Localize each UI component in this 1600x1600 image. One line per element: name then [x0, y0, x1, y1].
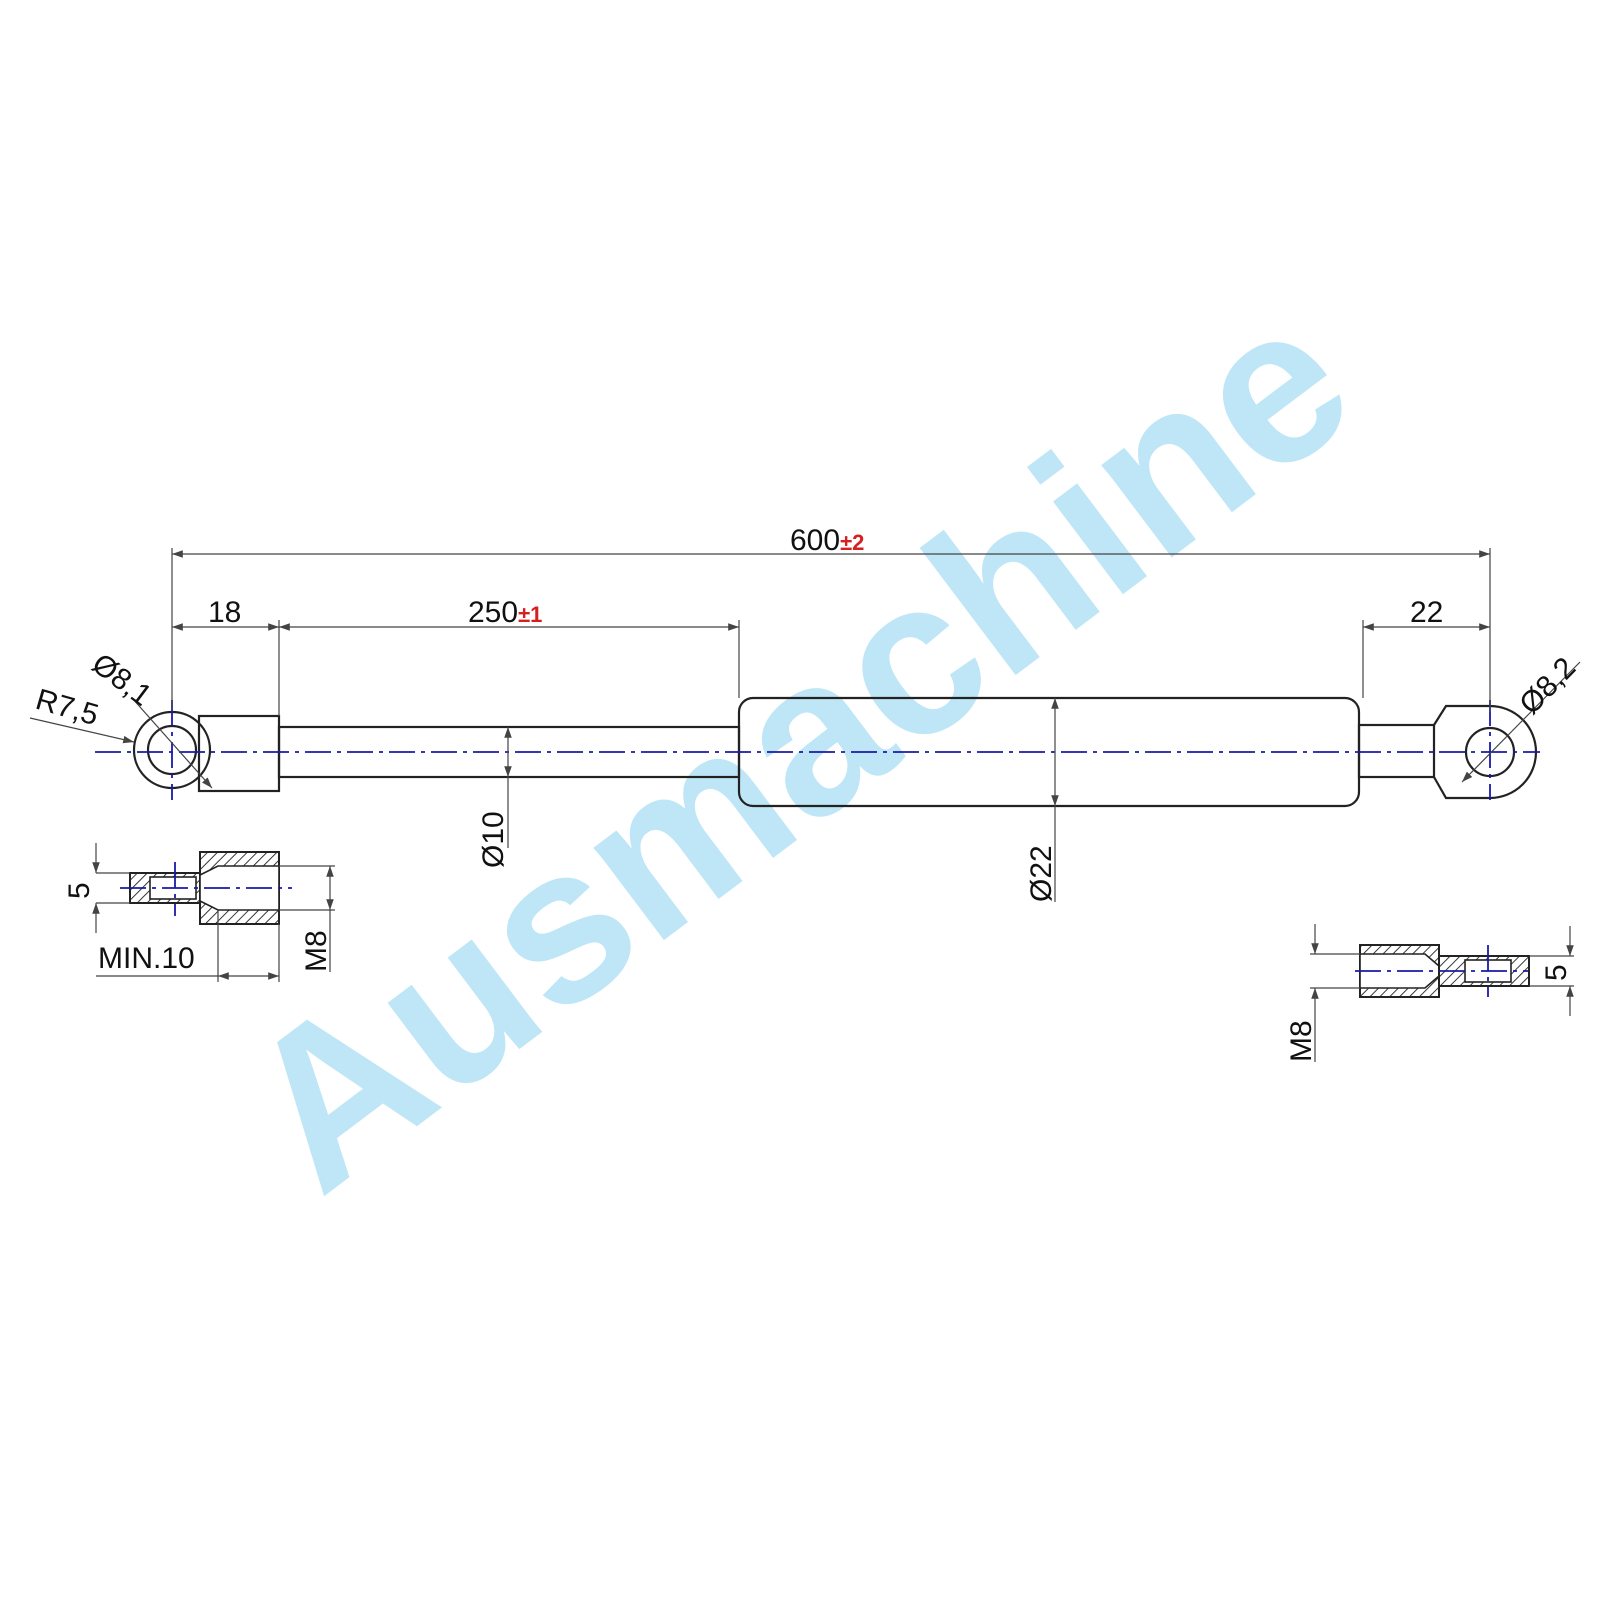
right-thread-detail: 5 M8 [1285, 924, 1574, 1062]
right-detail-thread-label: M8 [1285, 1020, 1318, 1062]
watermark-text: Ausmachine [200, 253, 1393, 1237]
left-end-fitting [197, 714, 281, 793]
body-diameter-label: Ø22 [1025, 845, 1058, 902]
gas-spring-main-view [95, 696, 1540, 808]
left-thread-detail: 5 M8 MIN.10 [63, 843, 335, 982]
rod-diameter-label: Ø10 [477, 811, 510, 868]
overall-length-label: 600±2 [790, 524, 864, 557]
left-detail-thread-label: M8 [300, 930, 333, 972]
left-eye-diameter-leader [131, 697, 213, 789]
left-eye-radius-label: R7,5 [32, 683, 102, 732]
left-end-length-label: 18 [208, 596, 241, 629]
stroke-tolerance: ±1 [518, 602, 542, 627]
stroke-value: 250 [468, 596, 518, 629]
watermark: Ausmachine [200, 253, 1393, 1237]
left-eye-radius-leader [29, 717, 135, 744]
right-detail-height-label: 5 [1540, 964, 1573, 981]
stroke-label: 250±1 [468, 596, 542, 629]
right-eye-diameter-leader [1461, 661, 1581, 783]
right-eye-diameter-label: Ø8,2 [1513, 651, 1582, 721]
right-end-neck [1357, 723, 1436, 779]
left-detail-height-label: 5 [63, 882, 96, 899]
right-end-length-label: 22 [1410, 596, 1443, 629]
overall-length-tolerance: ±2 [840, 530, 864, 555]
left-detail-min-depth-label: MIN.10 [98, 942, 195, 975]
overall-length-value: 600 [790, 524, 840, 557]
